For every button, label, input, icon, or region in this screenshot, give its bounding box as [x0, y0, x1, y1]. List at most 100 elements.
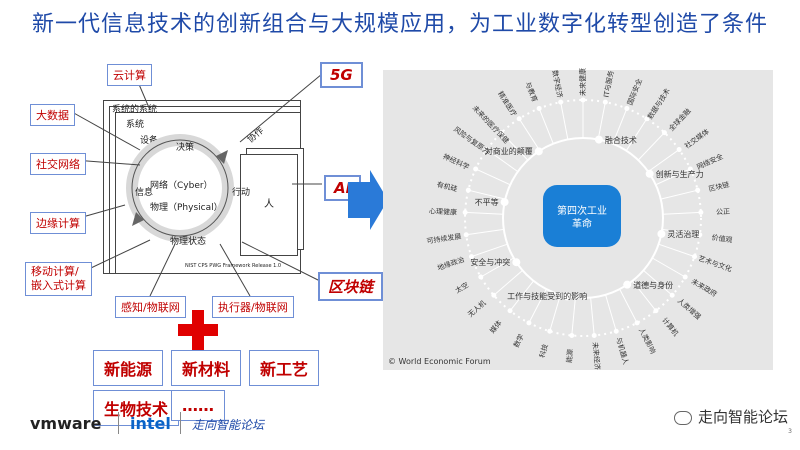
- spoke-line: [480, 257, 514, 278]
- outer-node: [526, 320, 532, 326]
- outer-node: [473, 166, 479, 172]
- inner-topic-label: 不平等: [474, 198, 499, 208]
- outer-node: [602, 99, 608, 105]
- biotech-box: 生物技术: [93, 390, 180, 426]
- outer-node: [462, 209, 468, 215]
- inner-topic-label: 工作与技能受到的影响: [507, 292, 588, 302]
- new-process-box: 新工艺: [249, 350, 320, 386]
- vmware-logo: vmware: [30, 414, 102, 433]
- inner-topic-label: 对商业的颠覆: [484, 147, 533, 157]
- system-label: 系统: [126, 120, 145, 130]
- outer-node: [547, 328, 553, 334]
- outer-node: [634, 320, 640, 326]
- logo-divider-2: [180, 412, 181, 434]
- action-label: 行动: [232, 188, 251, 198]
- big-data-label: 大数据: [30, 104, 75, 126]
- outer-node: [653, 308, 659, 314]
- physical-state-label: 物理状态: [170, 237, 207, 247]
- spoke-line: [637, 132, 665, 161]
- spoke-line: [501, 132, 529, 161]
- sensing-iot-label: 感知/物联网: [115, 296, 186, 318]
- outer-node: [478, 274, 484, 280]
- network-label: 网络（Cyber）: [150, 181, 213, 191]
- outer-node: [465, 187, 471, 193]
- spoke-line: [538, 108, 554, 144]
- person-label: 人: [264, 199, 274, 210]
- outer-node: [697, 232, 703, 238]
- info-label: 信息: [135, 188, 154, 198]
- inner-topic-label: 融合技术: [604, 135, 637, 145]
- tech-5g-label: 5G: [320, 62, 363, 88]
- wef-circle-graphic: [462, 97, 704, 338]
- spoke-line: [549, 294, 561, 332]
- right-arrow-icon: [348, 170, 388, 230]
- mobile-embedded-label: 移动计算/ 嵌入式计算: [25, 262, 92, 296]
- spoke-line: [625, 118, 648, 151]
- outer-node: [536, 105, 542, 111]
- edge-computing-label: 边缘计算: [30, 212, 86, 234]
- outer-node: [491, 292, 497, 298]
- outer-node: [591, 332, 597, 338]
- inner-node: [623, 280, 632, 289]
- spoke-line: [518, 118, 541, 151]
- inner-topic-label: 安全与冲突: [470, 258, 511, 268]
- spoke-line: [486, 149, 519, 173]
- outer-node: [484, 147, 490, 153]
- outer-node: [644, 116, 650, 122]
- watermark: 走向智能论坛: [673, 406, 788, 427]
- outer-topic-label: 未来健康: [579, 67, 587, 96]
- spoke-line: [560, 102, 569, 140]
- outer-node: [613, 328, 619, 334]
- spoke-line: [528, 288, 547, 324]
- spoke-line: [597, 102, 606, 140]
- spoke-line: [658, 243, 695, 258]
- spoke-line: [571, 297, 576, 336]
- outer-node: [676, 147, 682, 153]
- plus-icon: [178, 310, 218, 350]
- spoke-line: [471, 243, 508, 258]
- spoke-line: [647, 149, 680, 173]
- inner-node: [657, 229, 666, 238]
- inner-node: [534, 147, 543, 156]
- page-number: 3: [788, 428, 792, 435]
- spoke-line: [655, 168, 691, 186]
- spoke-line: [468, 189, 506, 200]
- spoke-line: [619, 288, 638, 324]
- tech-blockchain-label: 区块链: [318, 272, 384, 301]
- outer-node: [698, 209, 704, 215]
- decision-label: 决策: [176, 143, 195, 153]
- spoke-line: [643, 270, 673, 296]
- inner-topic-label: 道德与身份: [633, 280, 674, 290]
- outer-node: [687, 166, 693, 172]
- inner-topic-label: 灵活治理: [667, 229, 700, 239]
- physical-label: 物理（Physical）: [150, 203, 223, 213]
- device-label: 设备: [140, 136, 159, 146]
- spoke-line: [605, 294, 617, 332]
- spoke-line: [632, 280, 657, 312]
- watermark-text: 走向智能论坛: [697, 408, 788, 426]
- cloud-computing-label: 云计算: [107, 64, 152, 86]
- outer-node: [499, 130, 505, 136]
- wechat-icon: [673, 410, 692, 425]
- new-materials-box: 新材料: [171, 350, 242, 386]
- person-box-front: [240, 154, 298, 256]
- outer-node: [669, 292, 675, 298]
- ellipsis-box: ……: [171, 390, 225, 421]
- spoke-line: [493, 270, 523, 296]
- outer-node: [624, 105, 630, 111]
- actuator-iot-label: 执行器/物联网: [212, 296, 294, 318]
- spoke-line: [590, 297, 595, 336]
- connector-lines: [71, 73, 323, 297]
- social-network-label: 社交网络: [30, 153, 86, 175]
- slide-title: 新一代信息技术的创新组合与大规模应用，为工业数字化转型创造了条件: [31, 12, 768, 37]
- outer-node: [580, 97, 586, 103]
- outer-node: [463, 232, 469, 238]
- outer-node: [682, 274, 688, 280]
- logo-divider: [118, 412, 119, 434]
- spoke-line: [662, 228, 700, 236]
- cps-cycle-graphic: [126, 134, 234, 242]
- outer-node: [516, 116, 522, 122]
- inner-node: [512, 258, 521, 267]
- outer-node: [692, 254, 698, 260]
- intel-logo: intel: [130, 414, 171, 433]
